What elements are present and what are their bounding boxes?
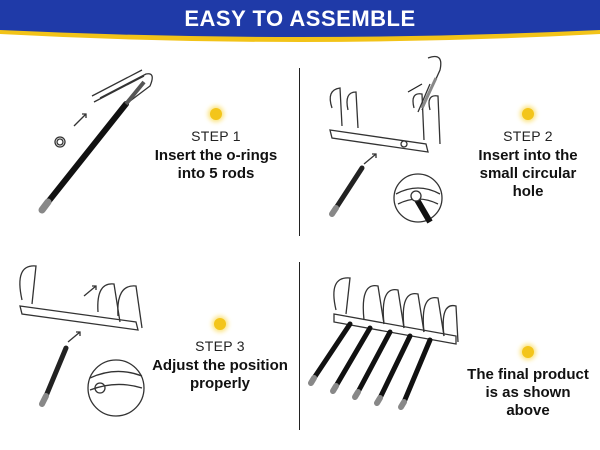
step-text: Insert into the bbox=[478, 147, 578, 164]
page-title: EASY TO ASSEMBLE bbox=[184, 6, 416, 31]
step-text: into 5 rods bbox=[177, 165, 255, 182]
step-label: STEP 1 bbox=[191, 128, 241, 144]
step-text: properly bbox=[189, 375, 250, 392]
header-banner: EASY TO ASSEMBLE bbox=[0, 0, 600, 44]
final-product-illustration bbox=[308, 277, 459, 410]
step-text: The final product bbox=[467, 366, 589, 383]
step-4: The final product is as shown above bbox=[458, 346, 598, 420]
divider-top bbox=[299, 68, 300, 236]
step-text: small circular bbox=[479, 165, 577, 182]
sun-dot-icon bbox=[214, 318, 226, 330]
step-text: Adjust the position bbox=[152, 357, 288, 374]
sun-dot-icon bbox=[522, 108, 534, 120]
step-1: STEP 1 Insert the o-rings into 5 rods bbox=[146, 108, 286, 183]
step-3: STEP 3 Adjust the position properly bbox=[150, 318, 290, 393]
step-text: hole bbox=[512, 183, 544, 200]
step-label: STEP 3 bbox=[195, 338, 245, 354]
step-text: Insert the o-rings bbox=[154, 147, 278, 164]
step-text: is as shown bbox=[485, 384, 571, 401]
divider-bottom bbox=[299, 262, 300, 430]
step-label: STEP 2 bbox=[503, 128, 553, 144]
step-text: above bbox=[506, 402, 550, 419]
sun-dot-icon bbox=[522, 346, 534, 358]
sun-dot-icon bbox=[210, 108, 222, 120]
step2-illustration bbox=[329, 55, 443, 224]
step-2: STEP 2 Insert into the small circular ho… bbox=[458, 108, 598, 201]
banner-shape bbox=[0, 0, 600, 42]
step3-illustration bbox=[19, 265, 145, 417]
step1-illustration bbox=[38, 69, 153, 214]
